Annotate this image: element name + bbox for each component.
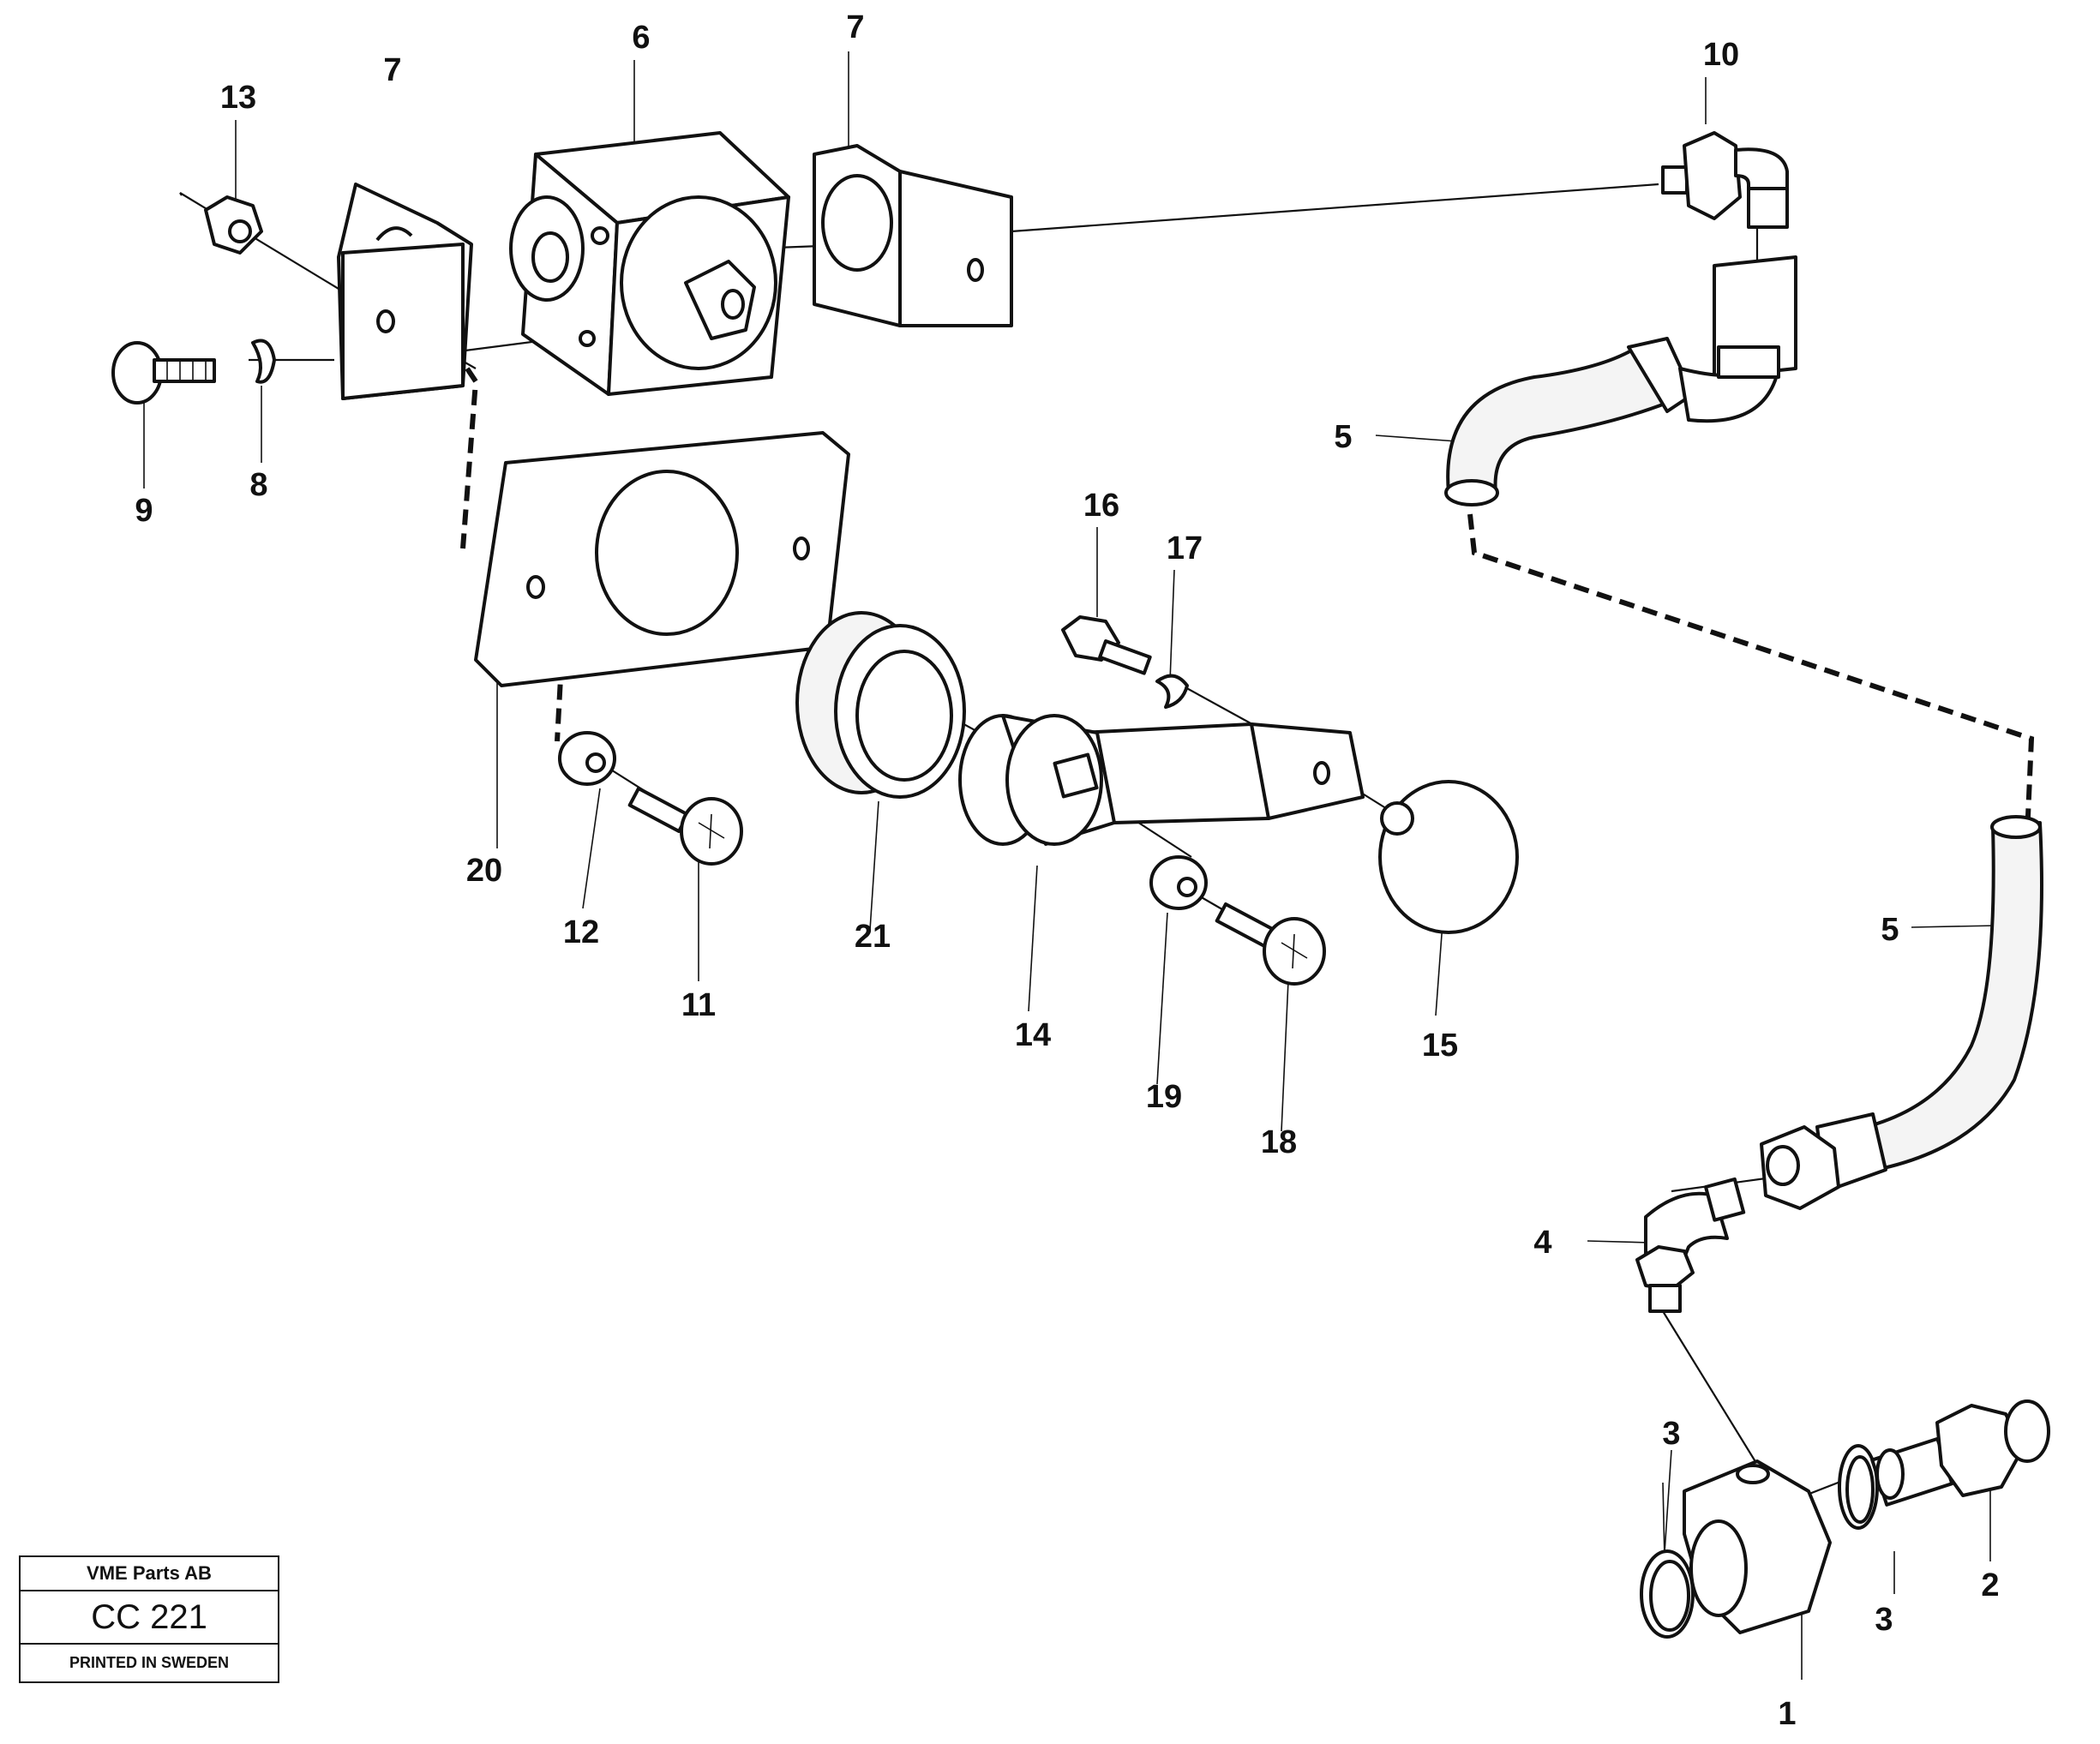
bolt-part-16	[1061, 615, 1152, 675]
callout-5-upper: 5	[1334, 419, 1352, 455]
washer-part-17	[1155, 674, 1189, 709]
valve-block-part-6	[509, 131, 790, 396]
banjo-block-part-1	[1683, 1459, 1832, 1634]
callout-3-left: 3	[1662, 1416, 1680, 1452]
callout-13: 13	[220, 80, 256, 116]
callout-11: 11	[681, 987, 716, 1023]
callout-14: 14	[1015, 1017, 1051, 1053]
callout-3-right: 3	[1875, 1602, 1893, 1638]
callout-17: 17	[1167, 530, 1203, 566]
upper-hose-part-5	[1444, 255, 1797, 506]
callout-7-left: 7	[383, 52, 401, 88]
o-ring-right-part-3	[1838, 1444, 1879, 1530]
callout-5-lower: 5	[1881, 912, 1899, 948]
plate-part-20	[474, 431, 850, 687]
callout-20: 20	[466, 853, 502, 889]
callout-12: 12	[563, 914, 599, 950]
callout-16: 16	[1083, 488, 1119, 524]
company-name: VME Parts AB	[21, 1557, 278, 1591]
spring-washer-part-8	[251, 339, 276, 384]
screw-part-9	[111, 341, 216, 405]
ball-knob-part-15	[1378, 780, 1519, 934]
callout-labels: 1 2 3 3 4 5 5 6 7 7 8 9 10 11 12 13 14 1…	[135, 9, 1999, 1732]
drawing-code: CC 221	[21, 1591, 278, 1645]
callout-4: 4	[1533, 1225, 1551, 1261]
printed-note: PRINTED IN SWEDEN	[69, 1654, 229, 1671]
lever-part-14	[958, 714, 1365, 846]
callout-10: 10	[1703, 37, 1739, 73]
callout-1: 1	[1778, 1696, 1796, 1732]
o-ring-left-part-3	[1640, 1549, 1695, 1639]
callout-6: 6	[632, 20, 650, 56]
screw-part-11	[627, 787, 743, 866]
callout-15: 15	[1422, 1028, 1458, 1064]
callout-21: 21	[855, 919, 891, 955]
banjo-bolt-part-2	[1870, 1399, 2050, 1507]
callout-2: 2	[1981, 1567, 1999, 1603]
nut-part-13	[204, 195, 263, 255]
callout-8: 8	[249, 467, 267, 503]
screw-part-18	[1215, 902, 1326, 986]
washer-part-19	[1149, 855, 1208, 910]
callout-18: 18	[1261, 1124, 1297, 1160]
callout-19: 19	[1146, 1079, 1182, 1115]
bracket-left-part-7	[337, 183, 473, 400]
callout-9: 9	[135, 493, 153, 529]
elbow-fitting-part-10	[1661, 131, 1789, 229]
bracket-right-part-7	[813, 144, 1013, 327]
washer-part-12	[558, 731, 616, 786]
lower-hose-part-5	[1760, 815, 2043, 1210]
grommet-part-21	[795, 611, 966, 799]
callout-7-right: 7	[846, 9, 864, 45]
title-block: VME Parts AB CC 221 PRINTED IN SWEDEN	[19, 1555, 279, 1683]
elbow-part-4	[1635, 1177, 1746, 1313]
